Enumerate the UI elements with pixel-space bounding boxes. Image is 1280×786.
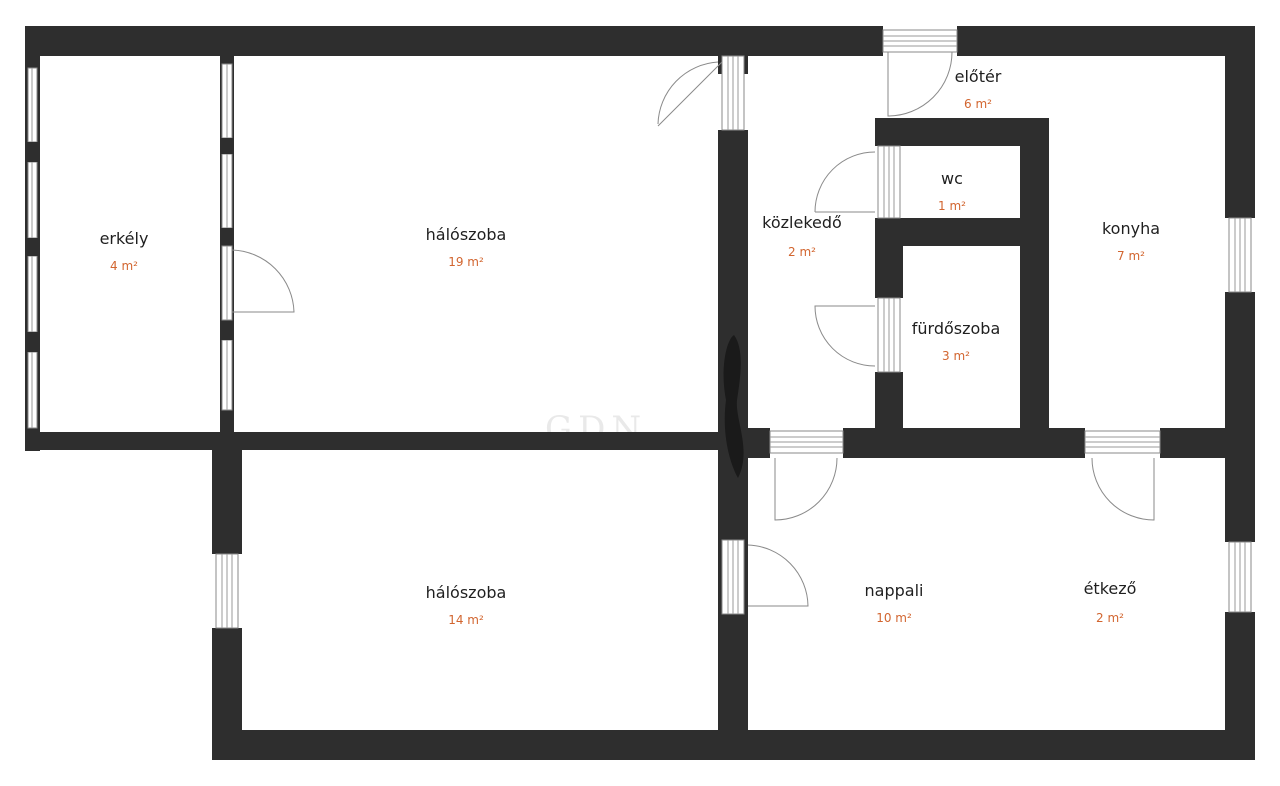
window-balcony-left-3 (27, 255, 38, 333)
room-area-haloszoba-1: 19 m² (448, 255, 484, 269)
room-area-wc: 1 m² (938, 199, 966, 213)
room-area-konyha: 7 m² (1117, 249, 1145, 263)
window-balcony-left-4 (27, 351, 38, 429)
window-divider-2 (221, 153, 233, 229)
room-name-haloszoba-1: hálószoba (426, 225, 507, 244)
room-name-etkezo: étkező (1084, 579, 1137, 598)
room-area-haloszoba-2: 14 m² (448, 613, 484, 627)
door-bedroom1 (657, 55, 745, 131)
room-erkely: erkély 4 m² (100, 229, 149, 273)
window-kitchen (1228, 217, 1252, 293)
door-wc (814, 145, 901, 219)
room-furdoszoba: fürdőszoba 3 m² (912, 319, 1001, 363)
doors (221, 29, 1161, 615)
room-name-eloter: előtér (955, 67, 1002, 86)
door-bathroom (814, 297, 901, 373)
door-living-top (769, 430, 844, 521)
room-wc: wc 1 m² (938, 169, 966, 213)
walls (25, 26, 1255, 760)
window-divider-3 (221, 339, 233, 411)
room-name-kozlekedo: közlekedő (762, 213, 842, 232)
room-area-nappali: 10 m² (876, 611, 912, 625)
room-name-wc: wc (941, 169, 963, 188)
room-nappali: nappali 10 m² (865, 581, 924, 625)
room-name-haloszoba-2: hálószoba (426, 583, 507, 602)
door-bedroom2 (721, 539, 809, 615)
door-balcony (221, 245, 295, 321)
windows (25, 63, 1252, 629)
room-name-erkely: erkély (100, 229, 149, 248)
room-area-kozlekedo: 2 m² (788, 245, 816, 259)
room-area-erkely: 4 m² (110, 259, 138, 273)
window-bedroom2-west (215, 553, 239, 629)
room-kozlekedo: közlekedő 2 m² (762, 213, 842, 259)
door-entrance (882, 29, 958, 117)
room-konyha: konyha 7 m² (1102, 219, 1160, 263)
room-area-eloter: 6 m² (964, 97, 992, 111)
room-area-etkezo: 2 m² (1096, 611, 1124, 625)
room-name-nappali: nappali (865, 581, 924, 600)
room-haloszoba-2: hálószoba 14 m² (426, 583, 507, 627)
window-divider-1 (221, 63, 233, 139)
room-name-furdoszoba: fürdőszoba (912, 319, 1001, 338)
room-name-konyha: konyha (1102, 219, 1160, 238)
door-kitchen (1084, 430, 1161, 521)
room-haloszoba-1: hálószoba 19 m² (426, 225, 507, 269)
room-etkezo: étkező 2 m² (1084, 579, 1137, 625)
window-balcony-left-2 (27, 161, 38, 239)
room-eloter: előtér 6 m² (955, 67, 1002, 111)
redaction-mark (723, 335, 744, 478)
window-dining (1228, 541, 1252, 613)
window-balcony-left-1 (27, 67, 38, 143)
room-area-furdoszoba: 3 m² (942, 349, 970, 363)
